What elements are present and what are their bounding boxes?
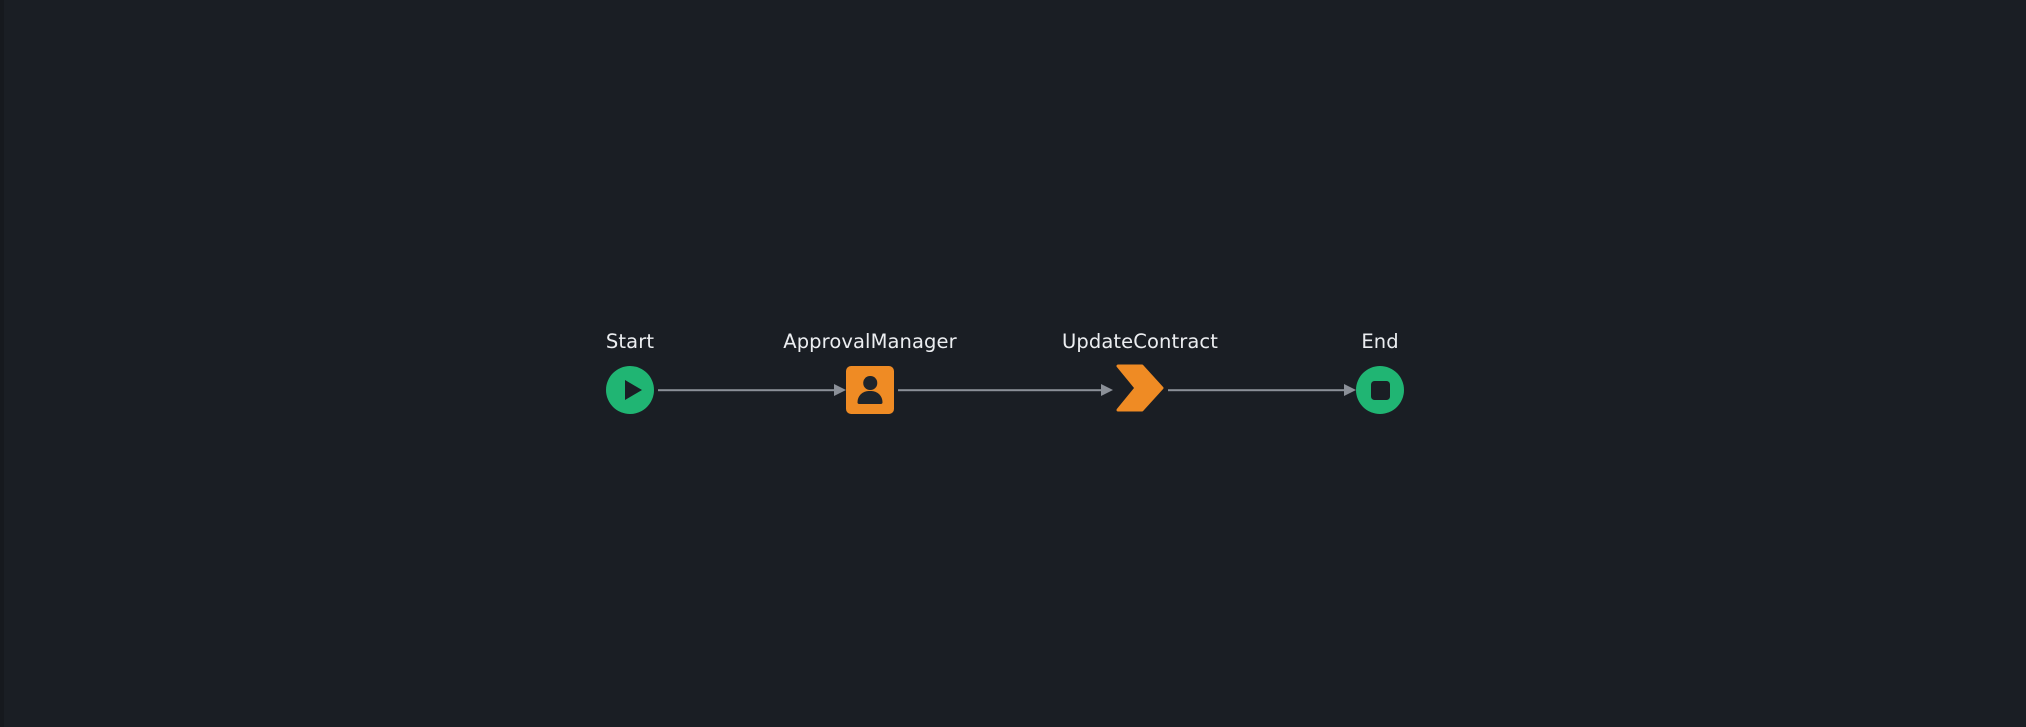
canvas-left-edge [0,0,4,727]
start-circle [606,366,654,414]
node-label-start: Start [605,330,655,353]
connector-line [1168,389,1344,391]
approval-manager-box [846,366,894,414]
node-end[interactable] [1356,366,1404,414]
arrowhead-icon [1344,384,1356,396]
node-label-update-contract: UpdateContract [1062,330,1218,353]
person-head [863,376,877,390]
stop-icon [1370,380,1390,400]
person-icon [856,375,884,405]
connector-update-to-end [1168,384,1356,396]
chevron-icon [1116,364,1164,412]
end-circle [1356,366,1404,414]
arrowhead-icon [834,384,846,396]
connector-start-to-approval [658,384,846,396]
play-icon [624,380,642,400]
person-body [857,391,883,404]
connector-line [898,389,1101,391]
connector-line [658,389,834,391]
arrowhead-icon [1101,384,1113,396]
node-start[interactable] [606,366,654,414]
node-label-approval-manager: ApprovalManager [783,330,957,353]
node-label-end: End [1361,330,1399,353]
connector-approval-to-update [898,384,1113,396]
node-update-contract[interactable] [1116,364,1164,416]
node-approval-manager[interactable] [846,366,894,414]
